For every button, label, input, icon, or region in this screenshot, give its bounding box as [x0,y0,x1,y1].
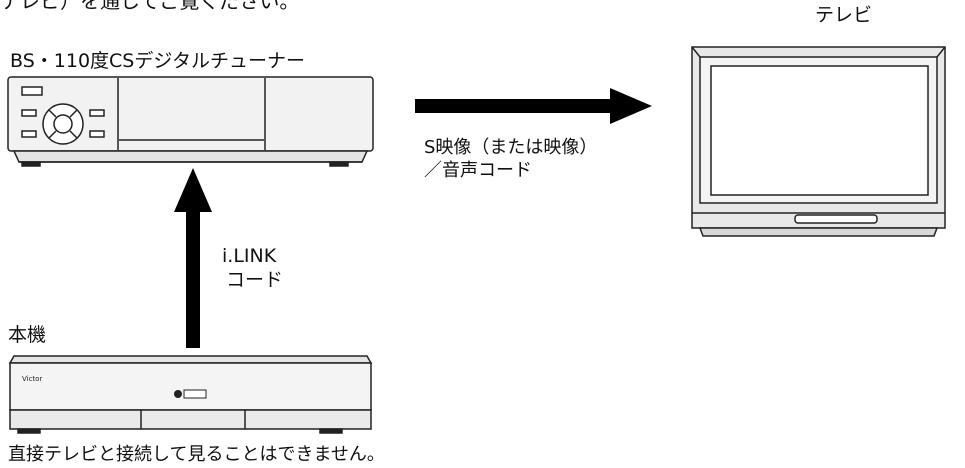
video-cable-arrow [415,88,652,124]
tuner-device [7,76,374,167]
dvhs-badge-icon [174,389,207,399]
ilink-cable-label-line2: コード [226,269,284,291]
tuner-label: BS・110度CSデジタルチューナー [10,50,305,72]
video-audio-cable-label-line2: ／音声コード [424,160,532,181]
bottom-note: 直接テレビと接続して見ることはできません。 [8,444,385,465]
tv-label: テレビ [815,4,873,26]
brand-logo: Victor [22,375,42,383]
main-unit-label: 本機 [8,324,47,346]
ilink-cable-label: i.LINK [222,245,277,267]
top-caption: テレビ）を通してご覧ください。 [0,0,300,13]
ilink-cable-arrow [174,168,212,348]
video-audio-cable-label: S映像（または映像） [424,137,598,158]
tv-device [691,46,946,237]
dpad-icon [42,103,84,145]
main-unit-device [8,355,373,434]
